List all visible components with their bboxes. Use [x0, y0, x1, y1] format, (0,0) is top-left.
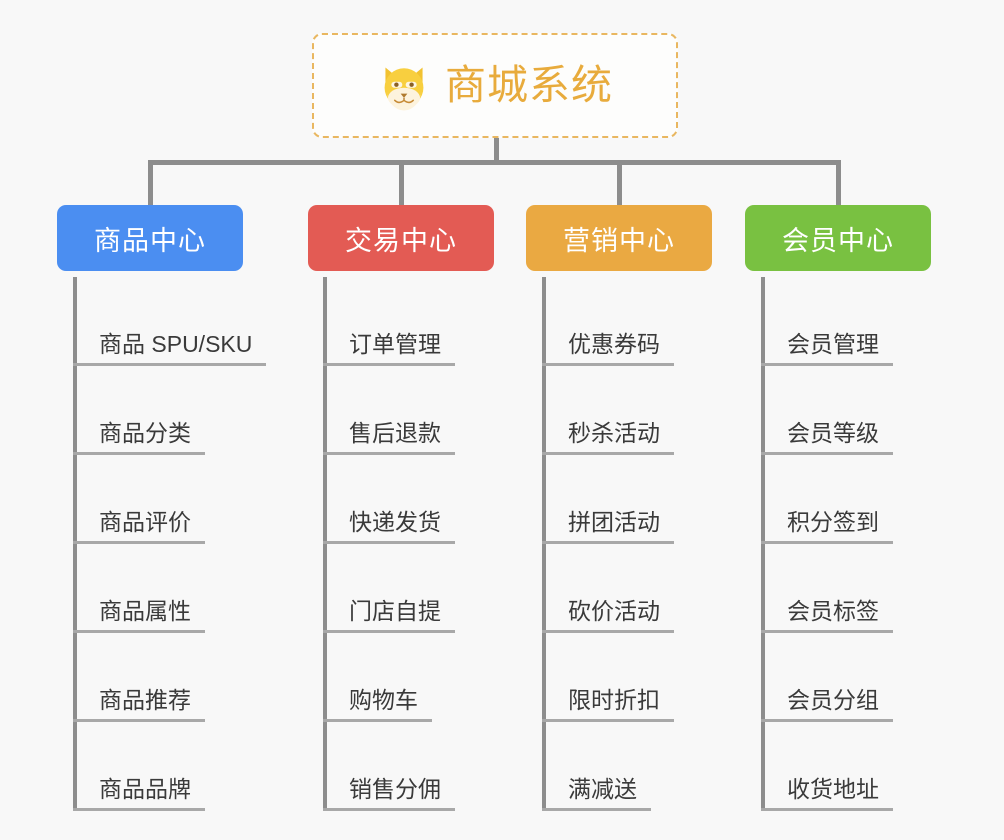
- leaf-item-label: 订单管理: [349, 331, 441, 358]
- leaf-item-label: 满减送: [568, 776, 637, 803]
- leaf-item[interactable]: 商品品牌: [73, 722, 205, 811]
- branch-rail-4: [761, 277, 765, 811]
- leaf-item-label: 限时折扣: [568, 687, 660, 714]
- category-label: 商品中心: [94, 225, 206, 256]
- category-node-3[interactable]: 营销中心: [526, 205, 712, 271]
- leaf-item-label: 快递发货: [349, 509, 441, 536]
- leaf-item-label: 商品 SPU/SKU: [99, 331, 253, 358]
- leaf-item[interactable]: 门店自提: [323, 544, 455, 633]
- leaf-item[interactable]: 商品评价: [73, 455, 205, 544]
- leaf-item-label: 积分签到: [787, 509, 879, 536]
- leaf-item-label: 商品属性: [99, 598, 191, 625]
- leaf-item[interactable]: 售后退款: [323, 366, 455, 455]
- category-node-2[interactable]: 交易中心: [308, 205, 494, 271]
- leaf-item[interactable]: 拼团活动: [542, 455, 674, 544]
- connector-drop-1: [148, 160, 153, 205]
- leaf-item[interactable]: 订单管理: [323, 277, 455, 366]
- leaf-item[interactable]: 积分签到: [761, 455, 893, 544]
- leaf-item[interactable]: 会员管理: [761, 277, 893, 366]
- leaf-item[interactable]: 会员分组: [761, 633, 893, 722]
- leaf-item-label: 收货地址: [787, 776, 879, 803]
- leaf-item[interactable]: 会员等级: [761, 366, 893, 455]
- connector-drop-3: [617, 160, 622, 205]
- leaf-item[interactable]: 商品推荐: [73, 633, 205, 722]
- leaf-item[interactable]: 快递发货: [323, 455, 455, 544]
- root-node-shop-system[interactable]: 商城系统: [312, 33, 678, 138]
- leaf-item-label: 商品品牌: [99, 776, 191, 803]
- leaf-item-label: 商品推荐: [99, 687, 191, 714]
- connector-drop-4: [836, 160, 841, 205]
- leaf-item[interactable]: 收货地址: [761, 722, 893, 811]
- leaf-item[interactable]: 秒杀活动: [542, 366, 674, 455]
- leaf-item[interactable]: 销售分佣: [323, 722, 455, 811]
- leaf-item[interactable]: 限时折扣: [542, 633, 674, 722]
- branch-rail-2: [323, 277, 327, 811]
- connector-root-stem: [494, 138, 499, 163]
- leaf-item[interactable]: 砍价活动: [542, 544, 674, 633]
- leaf-item[interactable]: 商品分类: [73, 366, 205, 455]
- branch-rail-3: [542, 277, 546, 811]
- category-node-1[interactable]: 商品中心: [57, 205, 243, 271]
- shiba-dog-face-icon: [384, 66, 424, 110]
- root-title: 商城系统: [445, 62, 613, 108]
- leaf-item-label: 优惠券码: [568, 331, 660, 358]
- leaf-item-label: 销售分佣: [349, 776, 441, 803]
- category-label: 交易中心: [345, 225, 457, 256]
- leaf-item[interactable]: 会员标签: [761, 544, 893, 633]
- category-label: 营销中心: [563, 225, 675, 256]
- category-label: 会员中心: [782, 225, 894, 256]
- category-node-4[interactable]: 会员中心: [745, 205, 931, 271]
- leaf-item[interactable]: 商品属性: [73, 544, 205, 633]
- leaf-item-label: 售后退款: [349, 420, 441, 447]
- connector-drop-2: [399, 160, 404, 205]
- leaf-item[interactable]: 满减送: [542, 722, 651, 811]
- leaf-item-label: 砍价活动: [568, 598, 660, 625]
- leaf-item[interactable]: 优惠券码: [542, 277, 674, 366]
- leaf-item-label: 拼团活动: [568, 509, 660, 536]
- leaf-item-label: 购物车: [349, 687, 418, 714]
- leaf-item-label: 门店自提: [349, 598, 441, 625]
- leaf-item-label: 商品分类: [99, 420, 191, 447]
- connector-horizontal-bus: [148, 160, 836, 165]
- leaf-item[interactable]: 购物车: [323, 633, 432, 722]
- leaf-item-label: 秒杀活动: [568, 420, 660, 447]
- leaf-item-label: 会员管理: [787, 331, 879, 358]
- leaf-item-label: 商品评价: [99, 509, 191, 536]
- leaf-item-label: 会员分组: [787, 687, 879, 714]
- leaf-item-label: 会员等级: [787, 420, 879, 447]
- branch-rail-1: [73, 277, 77, 811]
- leaf-item-label: 会员标签: [787, 598, 879, 625]
- leaf-item[interactable]: 商品 SPU/SKU: [73, 277, 267, 366]
